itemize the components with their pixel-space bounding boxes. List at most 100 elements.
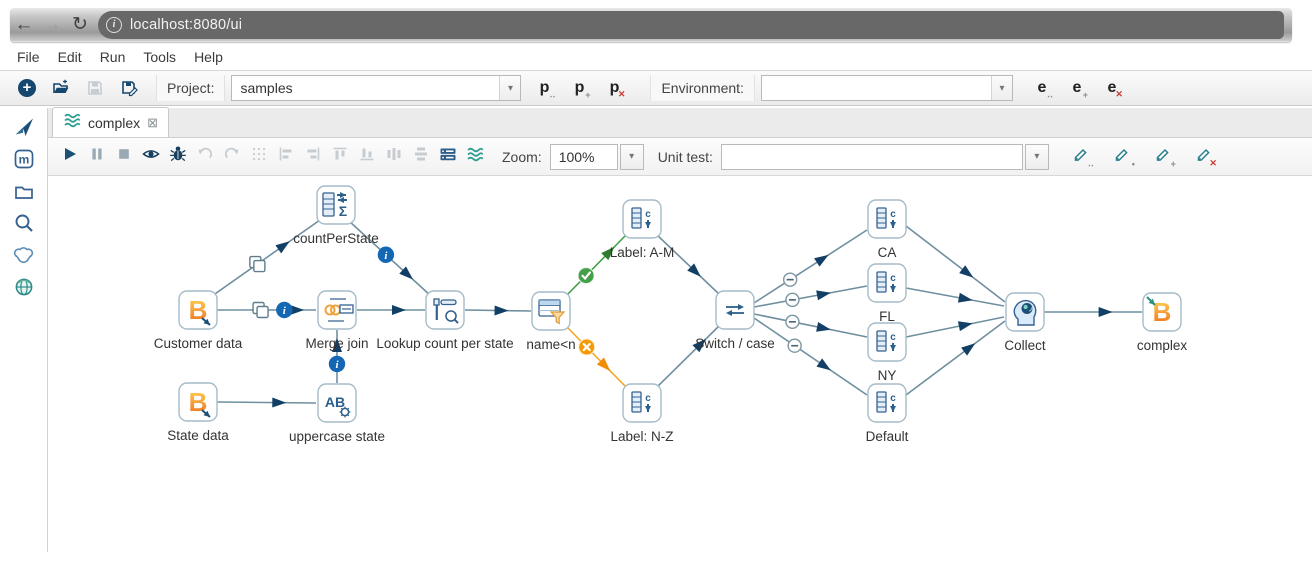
hop-lookup-count-to-filter-name[interactable] — [464, 305, 532, 316]
add-environment-button[interactable]: e+ — [1064, 75, 1090, 101]
hop-merge-join-to-lookup-count[interactable] — [357, 305, 425, 315]
site-info-icon[interactable]: i — [106, 17, 122, 33]
hop-check-icon[interactable] — [577, 267, 595, 285]
zoom-select-arrow[interactable]: ▾ — [619, 143, 644, 170]
hop-collect-to-complex-out[interactable] — [1044, 307, 1142, 317]
node-ny[interactable]: cNY — [867, 322, 907, 383]
menu-run[interactable]: Run — [99, 49, 126, 65]
node-lookup-count[interactable]: Lookup count per state — [376, 290, 514, 351]
address-bar[interactable]: i localhost:8080/ui — [98, 11, 1284, 39]
hop-label-am-to-switch-case[interactable] — [655, 233, 721, 296]
hop-state-data-to-uppercase-state[interactable] — [216, 397, 317, 408]
zoom-select[interactable]: 100% — [549, 143, 618, 170]
hop-target-icon[interactable] — [785, 314, 800, 330]
node-ca[interactable]: cCA — [867, 199, 907, 260]
tab-close-icon[interactable]: ⊠ — [147, 114, 159, 130]
menu-help[interactable]: Help — [194, 49, 223, 65]
new-file-button[interactable]: + — [14, 75, 40, 101]
chevron-down-icon[interactable]: ▾ — [990, 76, 1012, 100]
hop-arrowhead — [596, 357, 611, 371]
clover-icon — [12, 243, 35, 271]
hop-switch-case-to-ca[interactable] — [753, 229, 868, 304]
metadata-perspective[interactable]: m — [9, 146, 39, 176]
open-file-button[interactable] — [48, 75, 74, 101]
browser-back-button[interactable]: ← — [14, 14, 34, 35]
menu-file[interactable]: File — [17, 49, 40, 65]
menu-edit[interactable]: Edit — [57, 49, 82, 65]
hop-ca-to-collect[interactable] — [905, 225, 1006, 303]
menu-tools[interactable]: Tools — [143, 49, 177, 65]
hop-customer-data-to-merge-join[interactable]: i — [217, 301, 316, 319]
hop-label-nz-to-switch-case[interactable] — [655, 324, 721, 389]
new-unit-test-button[interactable]: • — [1108, 143, 1136, 170]
pipeline-button[interactable] — [461, 143, 488, 170]
node-switch-case[interactable]: Switch / case — [695, 290, 775, 351]
add-project-button[interactable]: p+ — [566, 75, 592, 101]
browser-reload-button[interactable]: ↻ — [72, 14, 88, 35]
tab-complex[interactable]: complex ⊠ — [52, 107, 170, 137]
hop-count-per-state-to-lookup-count[interactable]: i — [348, 220, 432, 297]
node-fl[interactable]: cFL — [867, 263, 907, 324]
project-select[interactable]: samples ▾ — [231, 75, 522, 101]
hop-uppercase-state-to-merge-join[interactable]: i — [328, 330, 346, 383]
hop-default-to-collect[interactable] — [905, 320, 1006, 396]
unit-test-select[interactable] — [720, 143, 1023, 170]
environment-select[interactable]: ▾ — [760, 75, 1013, 101]
hop-switch-case-to-fl[interactable] — [753, 285, 868, 308]
hop-filter-name-to-label-am[interactable] — [564, 233, 628, 298]
hop-target-icon[interactable] — [787, 338, 802, 353]
search-perspective[interactable] — [9, 210, 39, 240]
add-unit-test-button[interactable]: + — [1149, 143, 1177, 170]
chevron-down-icon[interactable]: ▾ — [620, 144, 643, 169]
debug-button[interactable] — [164, 143, 191, 170]
hop-copy-icon[interactable] — [252, 301, 269, 319]
data-orchestration-perspective[interactable] — [9, 114, 39, 144]
browser-forward-button[interactable]: → — [42, 14, 62, 35]
node-merge-join[interactable]: Merge join — [305, 290, 369, 351]
execution-results-button[interactable] — [434, 143, 461, 170]
edit-environment-button[interactable]: e‥ — [1029, 75, 1055, 101]
hop-cross-icon[interactable] — [578, 338, 596, 356]
delete-environment-button[interactable]: e✕ — [1099, 75, 1125, 101]
chevron-down-icon[interactable]: ▾ — [1025, 144, 1048, 169]
hop-info-icon[interactable]: i — [328, 355, 346, 373]
delete-unit-test-button[interactable]: ✕ — [1190, 143, 1218, 170]
hop-info-icon[interactable]: i — [276, 301, 293, 319]
hop-arrowhead — [494, 305, 509, 316]
save-as-button[interactable] — [116, 75, 142, 101]
edit-project-button[interactable]: p‥ — [531, 75, 557, 101]
chevron-down-icon[interactable]: ▾ — [499, 76, 521, 100]
hop-target-icon[interactable] — [785, 292, 800, 308]
hop-target-icon[interactable] — [782, 272, 798, 287]
tab-label: complex — [88, 114, 141, 131]
plugins-perspective[interactable] — [9, 242, 39, 272]
web-perspective[interactable] — [9, 274, 39, 304]
hop-info-icon[interactable]: i — [377, 246, 395, 263]
hop-filter-name-to-label-nz[interactable] — [564, 324, 628, 389]
node-filter-name[interactable]: name<n — [526, 291, 576, 352]
hop-customer-data-to-count-per-state[interactable] — [211, 219, 321, 297]
browser-chrome: ← → ↻ i localhost:8080/ui — [10, 8, 1292, 42]
unit-test-select-arrow[interactable]: ▾ — [1024, 143, 1049, 170]
add-constants-icon: c — [876, 330, 896, 352]
delete-project-button[interactable]: p✕ — [601, 75, 627, 101]
preview-button[interactable] — [137, 143, 164, 170]
edit-unit-test-button[interactable]: ‥ — [1067, 143, 1095, 170]
run-button[interactable] — [56, 143, 83, 170]
file-explorer-perspective[interactable] — [9, 178, 39, 208]
hop-copy-icon[interactable] — [249, 255, 266, 273]
hop-fl-to-collect[interactable] — [905, 287, 1005, 307]
hop-switch-case-to-ny[interactable] — [753, 313, 868, 338]
hop-switch-case-to-default[interactable] — [753, 317, 868, 396]
node-collect[interactable]: Collect — [1004, 292, 1046, 353]
hop-ny-to-collect[interactable] — [905, 316, 1005, 338]
